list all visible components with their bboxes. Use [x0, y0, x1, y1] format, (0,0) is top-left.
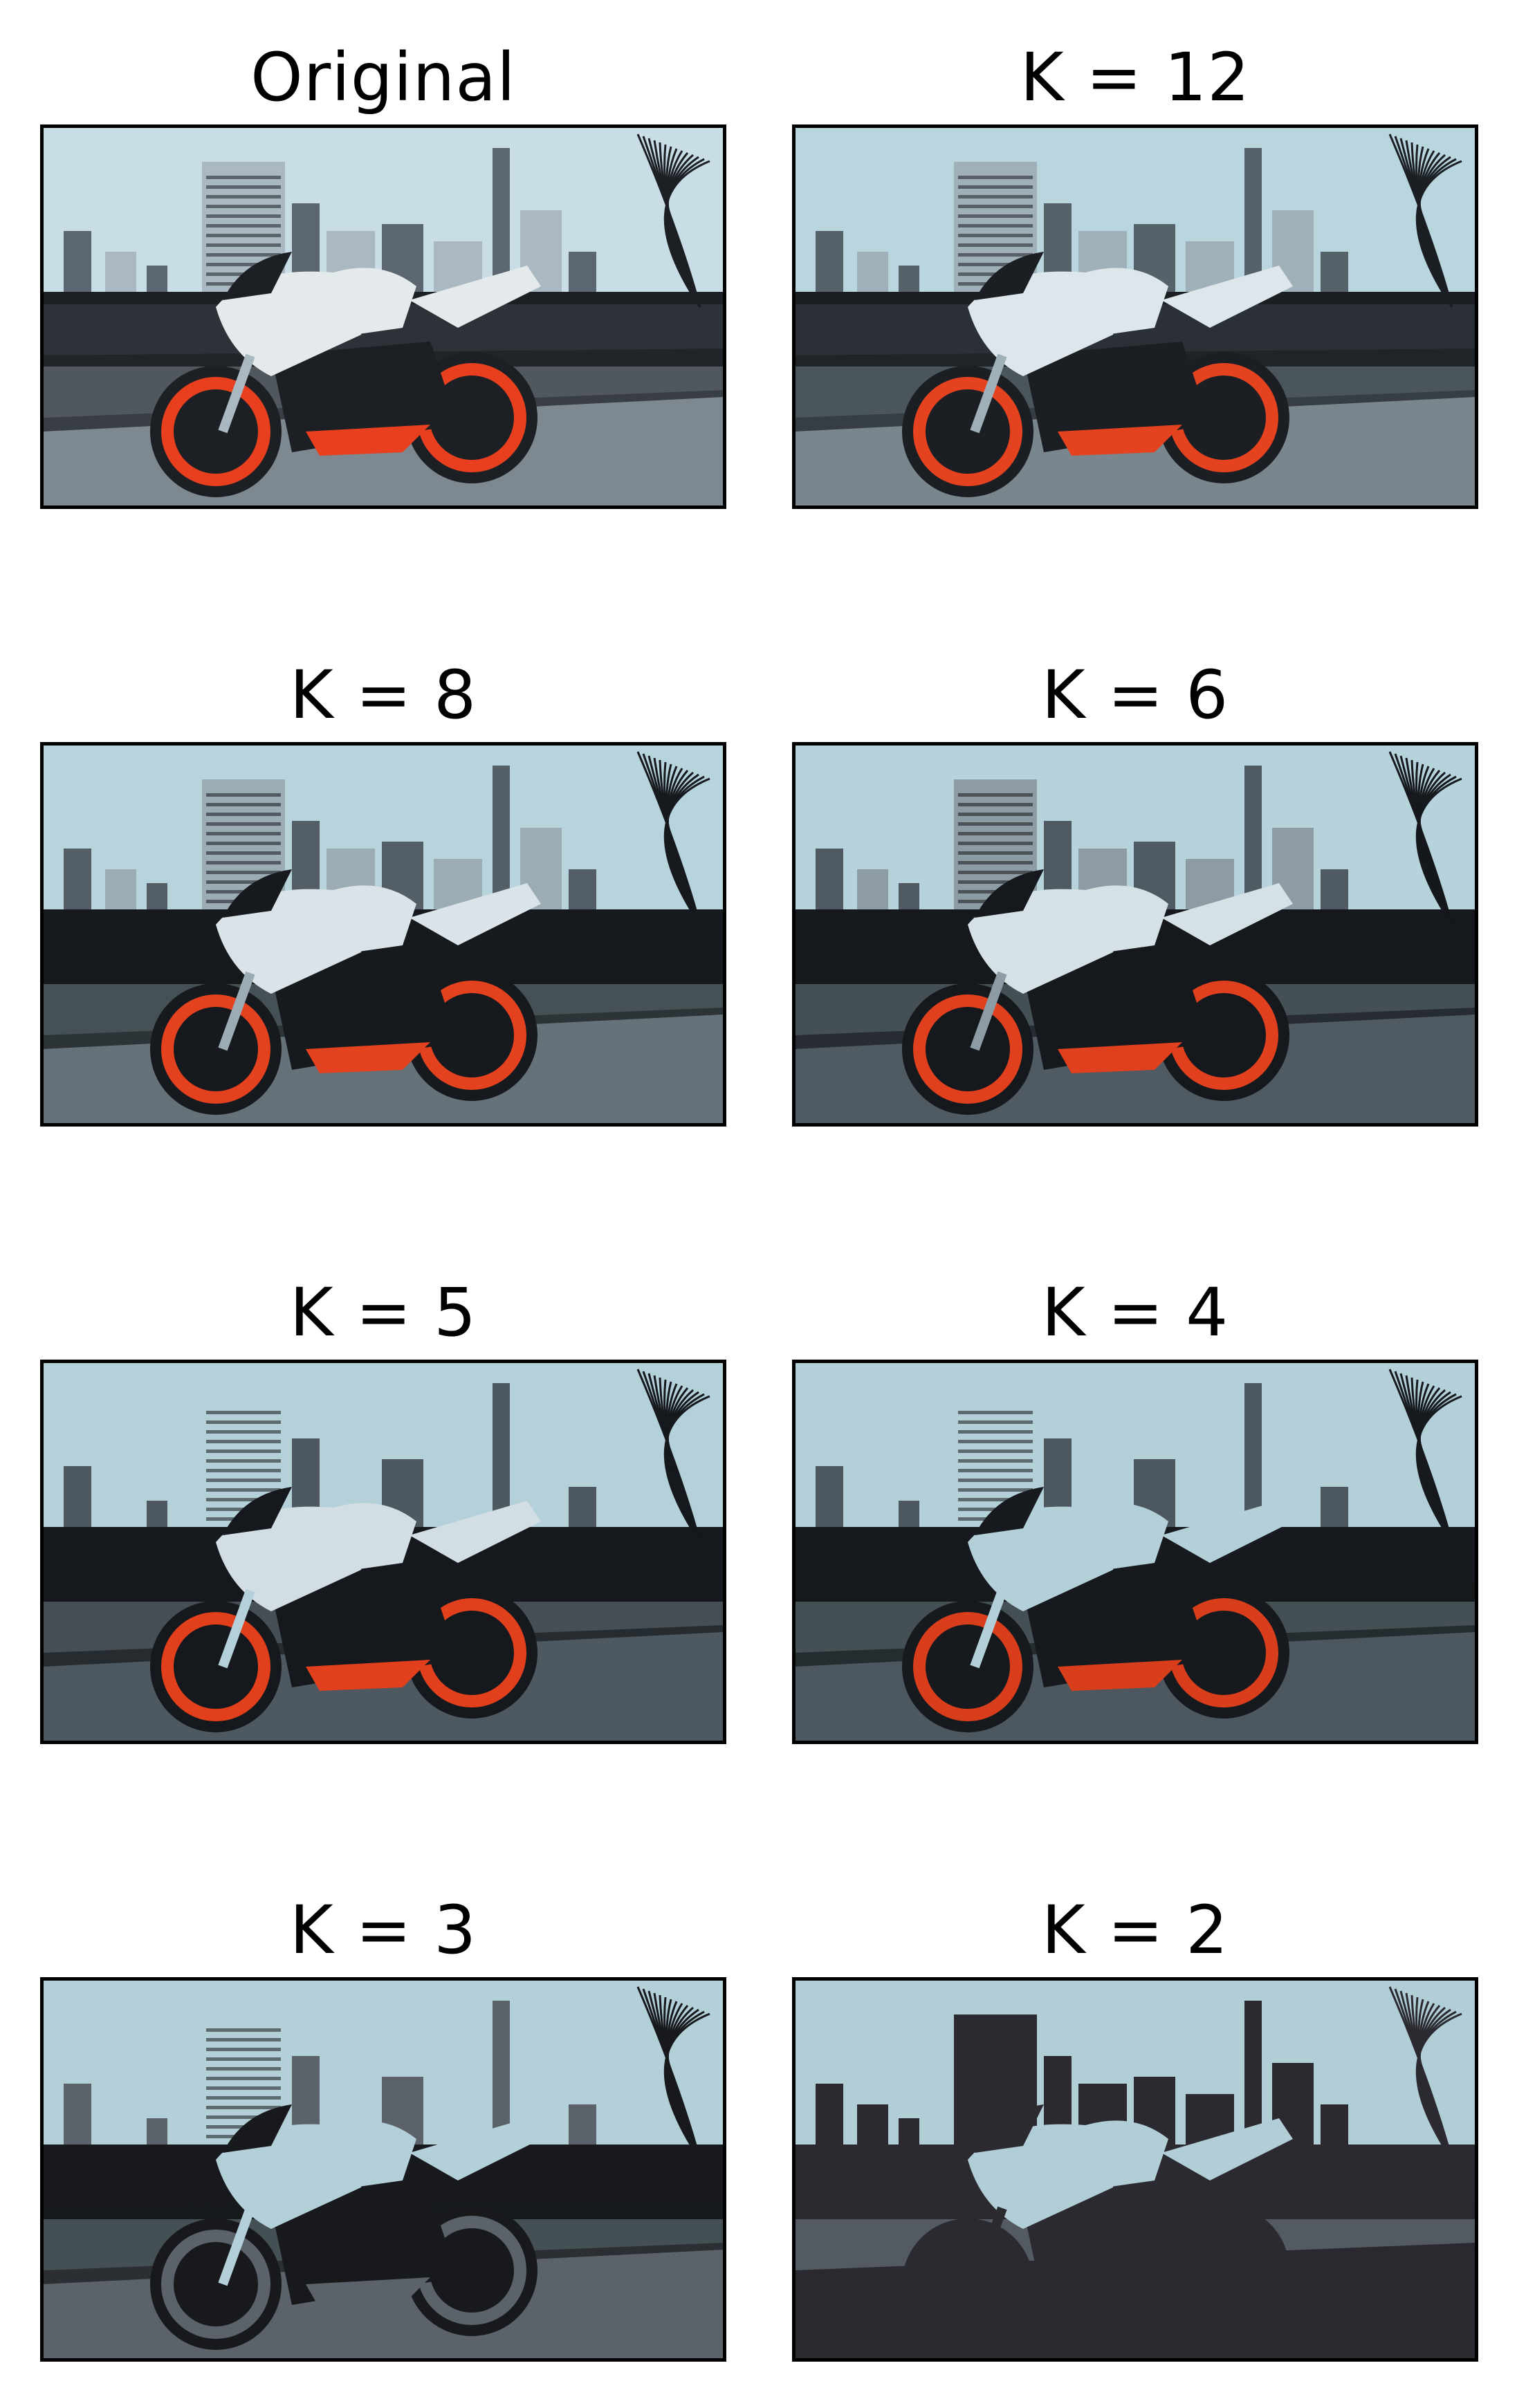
tree-graphic [636, 133, 710, 308]
scene-graphic [43, 1362, 724, 1741]
tree-graphic [636, 751, 710, 925]
panel-title: K = 3 [289, 1891, 477, 1969]
panel-title: Original [250, 39, 516, 116]
scene-graphic [43, 127, 724, 506]
image-k12 [792, 124, 1478, 509]
scene-graphic [43, 745, 724, 1124]
image-k8 [40, 742, 726, 1127]
panel-title: K = 4 [1041, 1274, 1229, 1351]
motorcycle-graphic [902, 869, 1293, 1115]
panel-title: K = 12 [1020, 39, 1251, 116]
panel-title: K = 2 [1041, 1891, 1229, 1969]
image-k6 [792, 742, 1478, 1127]
tree-graphic [1388, 133, 1462, 308]
panel-title: K = 6 [1041, 656, 1229, 734]
image-k4 [792, 1360, 1478, 1744]
motorcycle-graphic [150, 252, 541, 497]
motorcycle-graphic [902, 2104, 1293, 2350]
tree-graphic [1388, 1369, 1462, 1543]
image-k2 [792, 1977, 1478, 2362]
image-k3 [40, 1977, 726, 2362]
tree-graphic [636, 1369, 710, 1543]
scene-graphic [43, 1980, 724, 2359]
motorcycle-graphic [150, 869, 541, 1115]
tree-graphic [1388, 1986, 1462, 2160]
scene-graphic [795, 1980, 1475, 2359]
image-original [40, 124, 726, 509]
image-k5 [40, 1360, 726, 1744]
motorcycle-graphic [150, 2104, 541, 2350]
panel-title: K = 8 [289, 656, 477, 734]
scene-graphic [795, 1362, 1475, 1741]
motorcycle-graphic [902, 1487, 1293, 1732]
tree-graphic [636, 1986, 710, 2160]
scene-graphic [795, 127, 1475, 506]
tree-graphic [1388, 751, 1462, 925]
motorcycle-graphic [150, 1487, 541, 1732]
motorcycle-graphic [902, 252, 1293, 497]
panel-title: K = 5 [289, 1274, 477, 1351]
scene-graphic [795, 745, 1475, 1124]
